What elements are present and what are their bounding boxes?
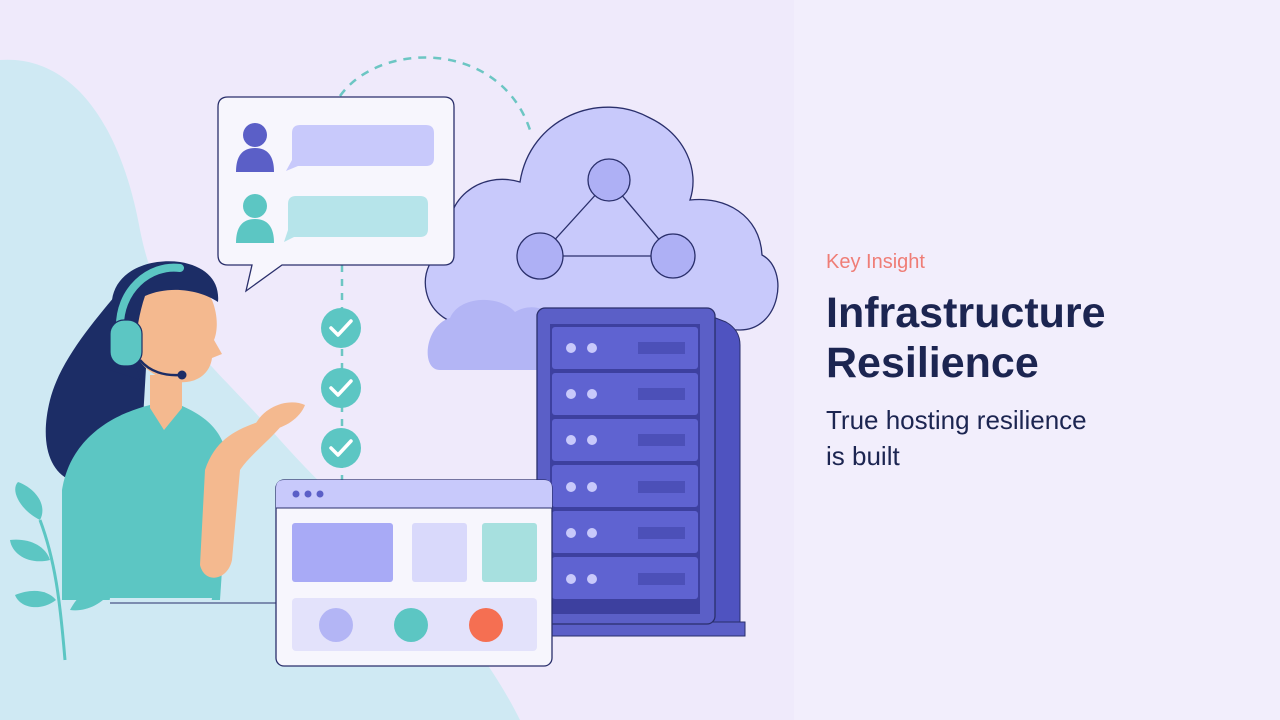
server-icon	[536, 307, 746, 637]
server-unit	[552, 419, 698, 461]
status-dot	[319, 608, 353, 642]
status-dot	[469, 608, 503, 642]
dashboard-card	[292, 523, 393, 582]
dashboard-card	[412, 523, 467, 582]
dashboard-window	[275, 479, 553, 667]
check-icon	[321, 368, 361, 408]
cloud-icon	[424, 106, 779, 370]
user-icon	[236, 123, 274, 172]
hero-illustration	[0, 56, 779, 720]
slide-title: Infrastructure Resilience	[826, 288, 1266, 388]
status-dot	[394, 608, 428, 642]
server-unit	[552, 557, 698, 599]
server-unit	[552, 511, 698, 553]
server-unit	[552, 373, 698, 415]
server-unit	[552, 465, 698, 507]
eyebrow-label: Key Insight	[826, 251, 925, 273]
subtitle-line: is built	[826, 441, 900, 471]
title-line: Infrastructure	[826, 289, 1106, 337]
title-line: Resilience	[826, 339, 1039, 387]
dashboard-card	[482, 523, 537, 582]
support-agent	[45, 261, 305, 610]
dashed-connector	[338, 56, 532, 131]
network-icon	[516, 158, 696, 280]
subtitle-line: True hosting resilience	[826, 405, 1087, 435]
headset-icon	[109, 263, 187, 380]
text-panel: Key Insight Infrastructure Resilience Tr…	[794, 0, 1280, 720]
server-unit	[552, 327, 698, 369]
slide-subtitle: True hosting resilience is built	[826, 402, 1126, 474]
user-icon	[236, 194, 274, 243]
chat-bubble-icon	[217, 96, 455, 293]
check-icon	[321, 308, 361, 348]
plant-icon	[10, 482, 112, 661]
check-icon	[321, 428, 361, 468]
